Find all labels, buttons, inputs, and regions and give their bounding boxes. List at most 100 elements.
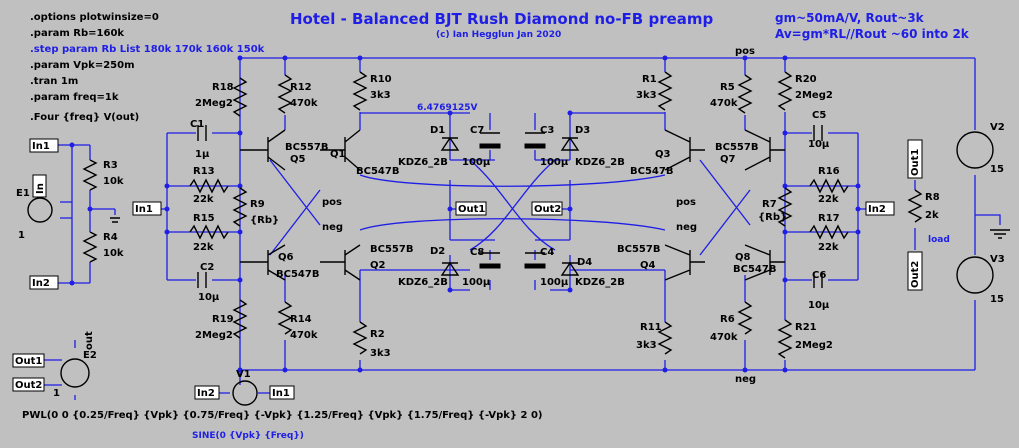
junctions — [69, 55, 861, 373]
net-flags[interactable]: In1 In2 In In1 Out1 Out2 In2 Out1 Out2 O… — [12, 138, 923, 400]
svg-text:15: 15 — [990, 294, 1004, 305]
svg-text:Q7: Q7 — [720, 154, 736, 165]
svg-text:C4: C4 — [540, 247, 554, 258]
node-voltage: 6.4769125V — [417, 103, 478, 113]
svg-text:C6: C6 — [812, 270, 826, 281]
svg-text:3k3: 3k3 — [370, 348, 391, 359]
svg-text:R14: R14 — [290, 314, 312, 325]
flag-out1-load[interactable]: Out1 — [910, 149, 921, 176]
svg-text:C3: C3 — [540, 125, 554, 136]
schematic-subtitle: (c) Ian Hegglun Jan 2020 — [436, 30, 561, 40]
flag-in2-v1[interactable]: In2 — [197, 388, 215, 399]
flag-in1-mid[interactable]: In1 — [135, 204, 153, 215]
flag-in2-left[interactable]: In2 — [32, 278, 50, 289]
label-neg-left: neg — [322, 222, 343, 233]
sources — [27, 131, 1010, 406]
flag-in2-right[interactable]: In2 — [868, 204, 886, 215]
svg-text:R1: R1 — [642, 74, 657, 85]
spice-directives: .options plotwinsize=0 .param Rb=160k .s… — [30, 12, 265, 123]
capacitors — [197, 125, 823, 288]
svg-text:R11: R11 — [640, 322, 662, 333]
svg-text:10µ: 10µ — [198, 292, 220, 303]
flag-in1-v1[interactable]: In1 — [272, 388, 290, 399]
svg-text:D4: D4 — [577, 257, 592, 268]
svg-text:{Rb}: {Rb} — [250, 215, 279, 226]
svg-text:R20: R20 — [795, 74, 817, 85]
note-av: Av=gm*RL//Rout ~60 into 2k — [775, 27, 970, 41]
svg-text:1: 1 — [18, 230, 25, 241]
svg-text:R18: R18 — [212, 82, 234, 93]
svg-text:KDZ6_2B: KDZ6_2B — [575, 277, 625, 288]
svg-text:R16: R16 — [818, 166, 840, 177]
svg-text:15: 15 — [990, 164, 1004, 175]
svg-text:2Meg2: 2Meg2 — [195, 330, 233, 341]
svg-text:10µ: 10µ — [808, 139, 830, 150]
svg-text:BC557B: BC557B — [715, 142, 758, 153]
svg-text:BC557B: BC557B — [370, 244, 413, 255]
svg-text:R13: R13 — [193, 166, 215, 177]
svg-text:1: 1 — [53, 388, 60, 399]
schematic-title: Hotel - Balanced BJT Rush Diamond no-FB … — [290, 10, 714, 28]
svg-text:Q3: Q3 — [655, 149, 671, 160]
svg-text:V2: V2 — [990, 122, 1005, 133]
transistors — [240, 129, 785, 281]
directive-four: .Four {freq} V(out) — [30, 112, 139, 123]
flag-out1[interactable]: Out1 — [458, 204, 485, 215]
svg-text:3k3: 3k3 — [370, 90, 391, 101]
svg-text:2Meg2: 2Meg2 — [195, 98, 233, 109]
svg-text:10µ: 10µ — [808, 300, 830, 311]
svg-text:R10: R10 — [370, 74, 392, 85]
note-gm: gm~50mA/V, Rout~3k — [775, 11, 925, 25]
directive-step: .step param Rb List 180k 170k 160k 150k — [30, 44, 265, 55]
svg-text:E1: E1 — [16, 188, 30, 199]
flag-out1-e2[interactable]: Out1 — [15, 356, 42, 367]
svg-text:22k: 22k — [818, 194, 839, 205]
svg-text:3k3: 3k3 — [636, 90, 657, 101]
svg-text:BC547B: BC547B — [630, 166, 673, 177]
pwl-source: PWL(0 0 {0.25/Freq} {Vpk} {0.75/Freq} {-… — [22, 410, 543, 421]
flag-in-e1[interactable]: In — [35, 183, 46, 194]
svg-text:Q6: Q6 — [278, 252, 294, 263]
svg-text:D2: D2 — [430, 246, 445, 257]
directive-tran: .tran 1m — [30, 76, 78, 87]
svg-text:470k: 470k — [710, 98, 738, 109]
svg-text:R19: R19 — [212, 314, 234, 325]
label-pos-left: pos — [322, 197, 342, 208]
svg-text:22k: 22k — [193, 194, 214, 205]
svg-text:100µ: 100µ — [462, 277, 491, 288]
svg-text:R3: R3 — [103, 160, 118, 171]
svg-text:BC547B: BC547B — [733, 264, 776, 275]
flag-out2[interactable]: Out2 — [534, 204, 561, 215]
svg-text:Q1: Q1 — [330, 149, 346, 160]
svg-text:22k: 22k — [818, 242, 839, 253]
svg-text:22k: 22k — [193, 242, 214, 253]
svg-text:BC557B: BC557B — [617, 244, 660, 255]
label-neg-rail: neg — [735, 374, 756, 385]
directive-freq: .param freq=1k — [30, 92, 119, 103]
wires — [44, 57, 1001, 400]
svg-text:BC557B: BC557B — [285, 142, 328, 153]
svg-text:3k3: 3k3 — [636, 340, 657, 351]
resistors — [82, 71, 923, 359]
flag-in1-left[interactable]: In1 — [32, 141, 50, 152]
svg-text:470k: 470k — [710, 332, 738, 343]
directive-options: .options plotwinsize=0 — [30, 12, 159, 23]
flag-out2-e2[interactable]: Out2 — [15, 380, 42, 391]
directive-vpk: .param Vpk=250m — [30, 60, 135, 71]
svg-text:R6: R6 — [720, 314, 735, 325]
svg-text:D1: D1 — [430, 125, 445, 136]
svg-text:100µ: 100µ — [540, 157, 569, 168]
flag-out2-load[interactable]: Out2 — [910, 261, 921, 288]
svg-text:10k: 10k — [103, 176, 124, 187]
svg-text:470k: 470k — [290, 98, 318, 109]
svg-text:Q5: Q5 — [290, 154, 306, 165]
label-pos-right: pos — [676, 197, 696, 208]
svg-text:{Rb}: {Rb} — [758, 212, 787, 223]
svg-text:V1: V1 — [236, 369, 251, 380]
svg-text:470k: 470k — [290, 330, 318, 341]
svg-text:Q2: Q2 — [370, 260, 386, 271]
label-out: out — [84, 331, 95, 350]
svg-text:1µ: 1µ — [195, 149, 210, 160]
